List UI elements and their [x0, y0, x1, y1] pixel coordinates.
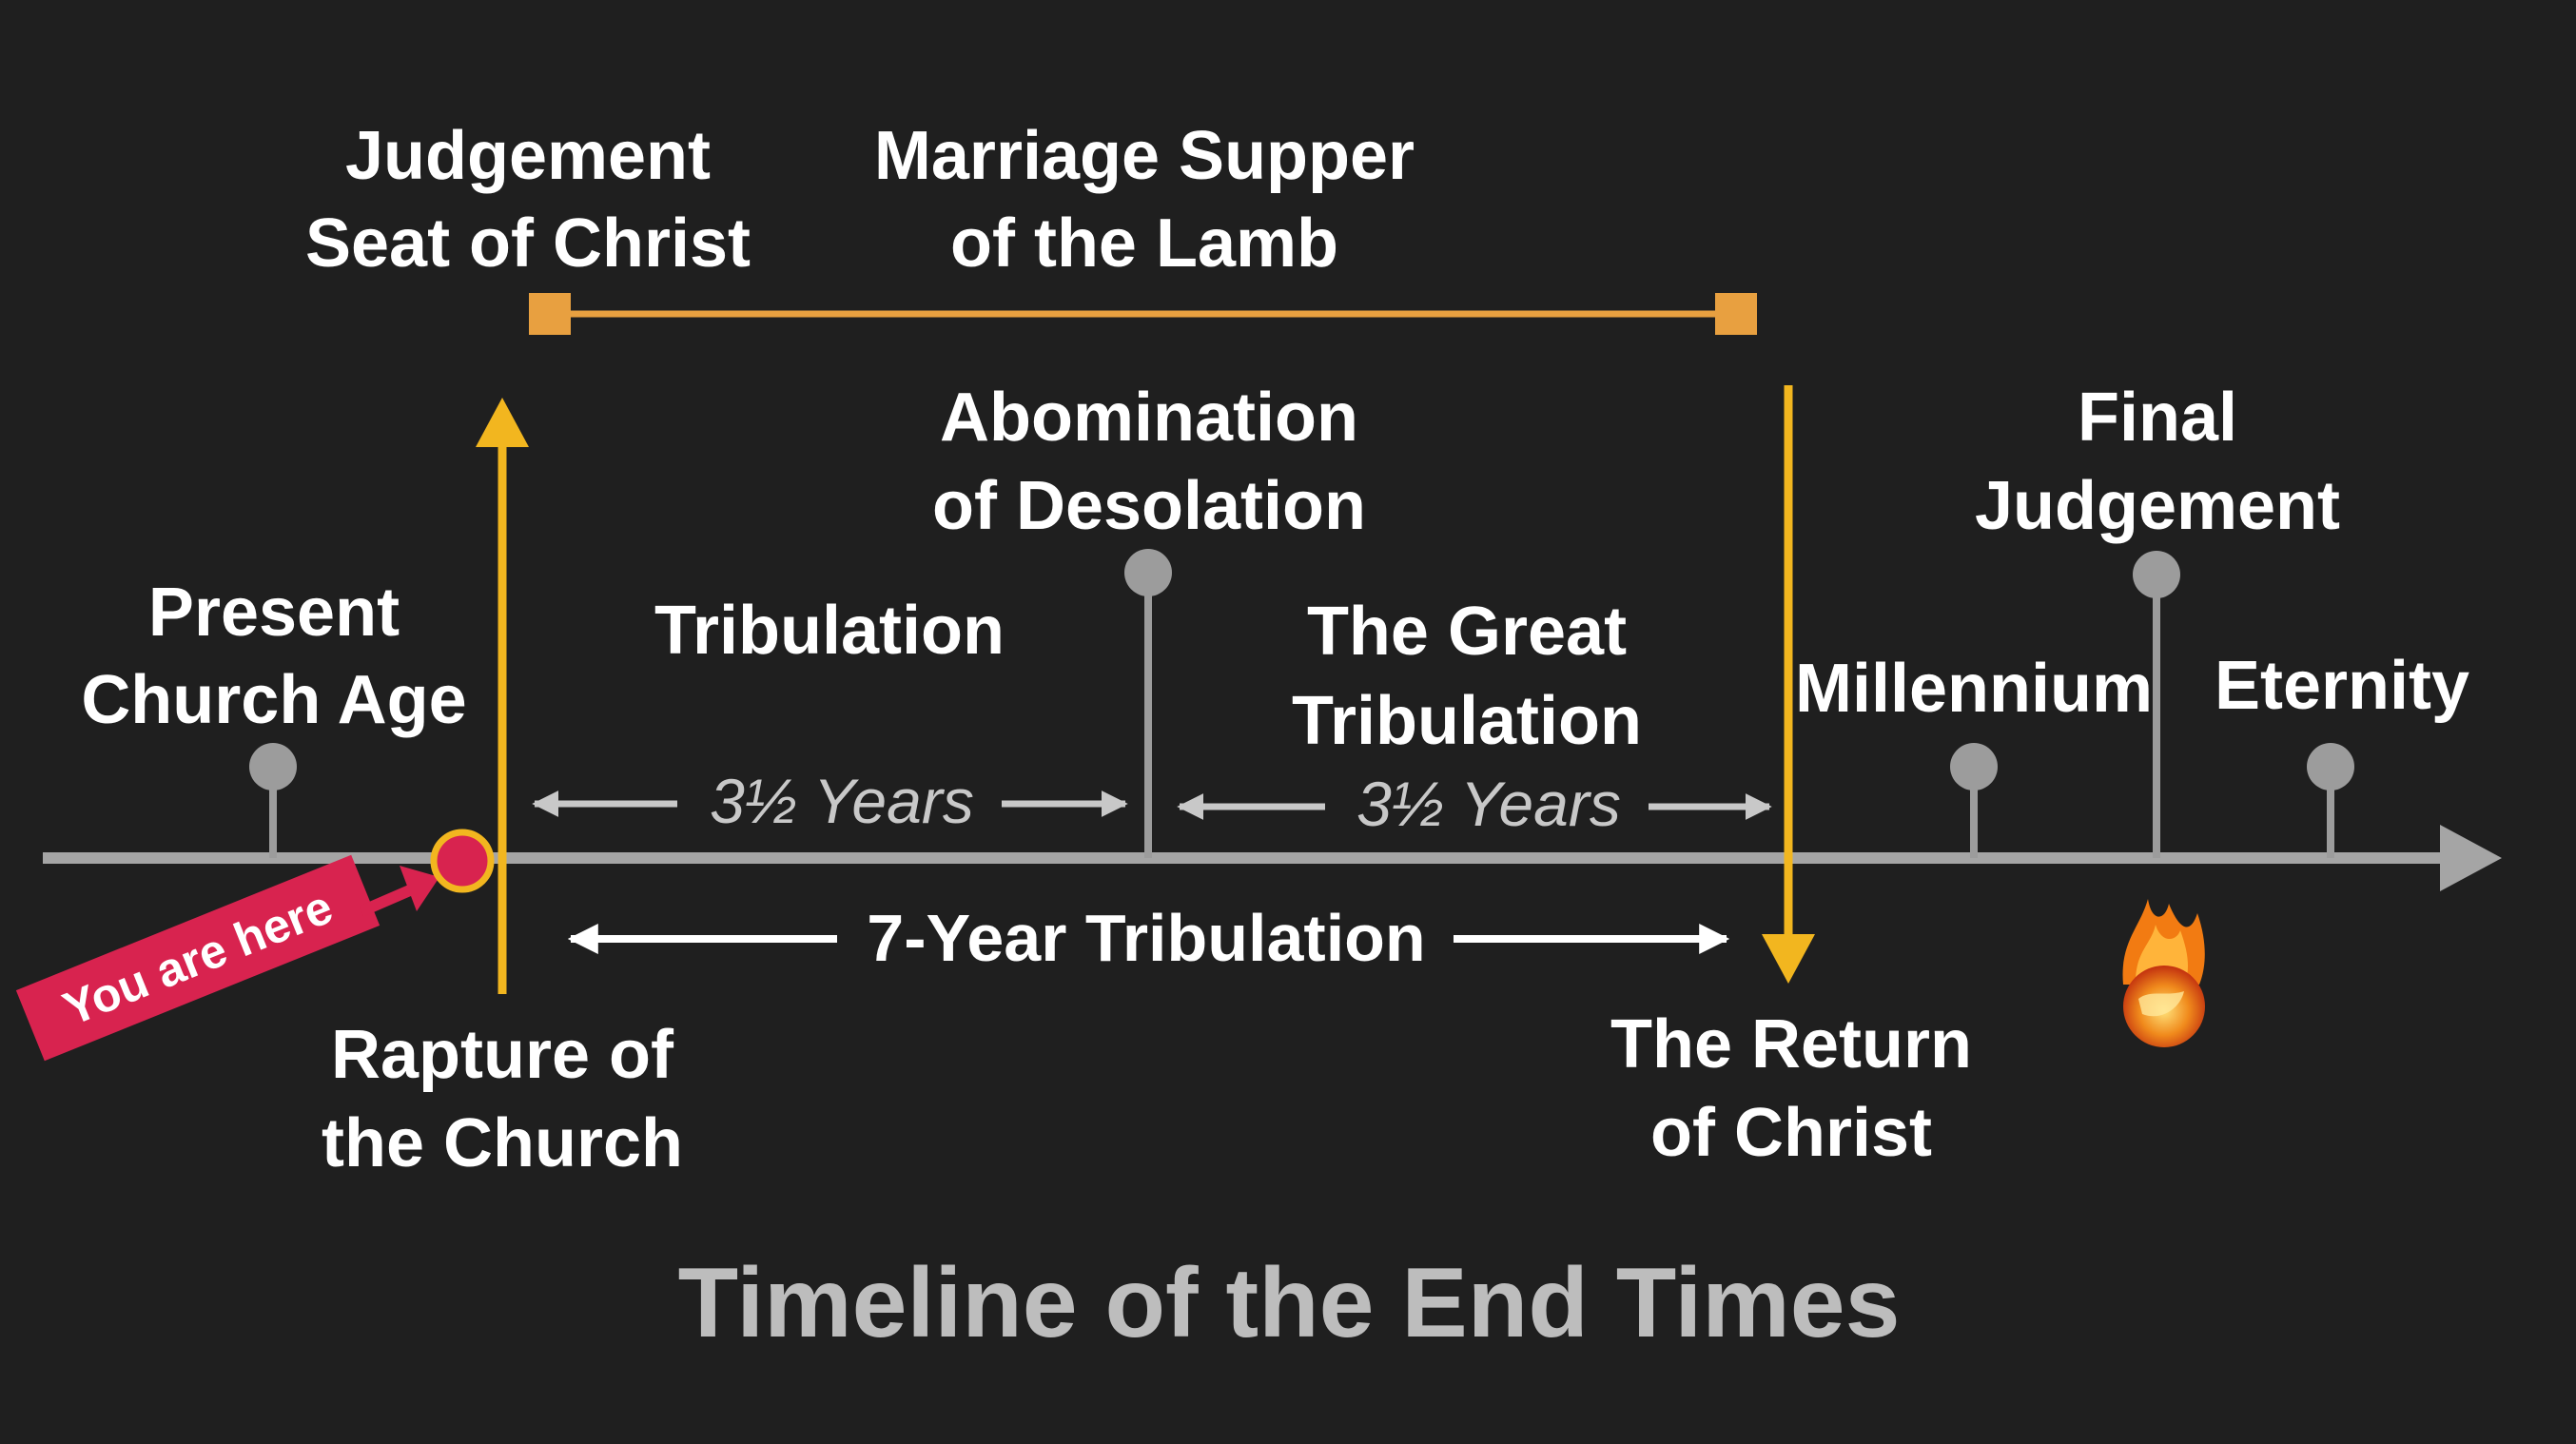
svg-text:Rapture of: Rapture of: [331, 1017, 674, 1093]
label-marriage-supper: Marriage Supper of the Lamb: [874, 118, 1415, 282]
you-are-here-dot: [430, 829, 495, 893]
label-rapture: Rapture of the Church: [322, 1017, 683, 1181]
label-final-judgement: Final Judgement: [1975, 380, 2340, 544]
pin-eternity: [2307, 743, 2354, 858]
diagram-title: Timeline of the End Times: [678, 1248, 1901, 1358]
svg-text:Present: Present: [148, 575, 400, 651]
svg-text:Judgement: Judgement: [1975, 468, 2340, 544]
svg-text:Abomination: Abomination: [940, 380, 1358, 456]
label-tribulation: Tribulation: [654, 593, 1005, 669]
label-eternity: Eternity: [2215, 648, 2469, 724]
label-half-years-1: 3½ Years: [710, 766, 974, 836]
svg-text:Church Age: Church Age: [81, 662, 466, 738]
svg-text:the Church: the Church: [322, 1105, 683, 1181]
label-return-of-christ: The Return of Christ: [1610, 1006, 1972, 1171]
svg-text:Seat of Christ: Seat of Christ: [305, 205, 751, 282]
pin-final-judgement: [2133, 551, 2180, 858]
return-of-christ-arrow: [1762, 385, 1815, 984]
rapture-arrow: [476, 398, 529, 994]
svg-text:of Desolation: of Desolation: [932, 468, 1366, 544]
label-half-years-2: 3½ Years: [1356, 769, 1621, 839]
svg-text:of the Lamb: of the Lamb: [950, 205, 1338, 282]
you-are-here-arrowhead: [400, 866, 439, 911]
label-judgement-seat: Judgement Seat of Christ: [305, 118, 751, 282]
timeline-arrowhead: [2440, 825, 2502, 891]
svg-text:Marriage Supper: Marriage Supper: [874, 118, 1415, 194]
svg-text:Final: Final: [2078, 380, 2237, 456]
svg-text:The Return: The Return: [1610, 1006, 1972, 1083]
you-are-here-banner: You are here: [15, 854, 381, 1062]
label-present-church-age: Present Church Age: [81, 575, 466, 738]
svg-text:The Great: The Great: [1307, 594, 1627, 670]
label-millennium: Millennium: [1795, 651, 2153, 727]
fireball-icon: [2122, 899, 2205, 1047]
pin-present-church-age: [249, 743, 297, 858]
label-great-tribulation: The Great Tribulation: [1292, 594, 1642, 759]
pin-abomination: [1124, 549, 1172, 858]
svg-text:Tribulation: Tribulation: [1292, 683, 1642, 759]
label-seven-year-tribulation: 7-Year Tribulation: [867, 901, 1425, 975]
svg-text:Judgement: Judgement: [345, 118, 711, 194]
pin-millennium: [1950, 743, 1998, 858]
svg-text:of Christ: of Christ: [1650, 1095, 1932, 1171]
heaven-events-bracket: [529, 293, 1757, 335]
label-abomination: Abomination of Desolation: [932, 380, 1366, 544]
